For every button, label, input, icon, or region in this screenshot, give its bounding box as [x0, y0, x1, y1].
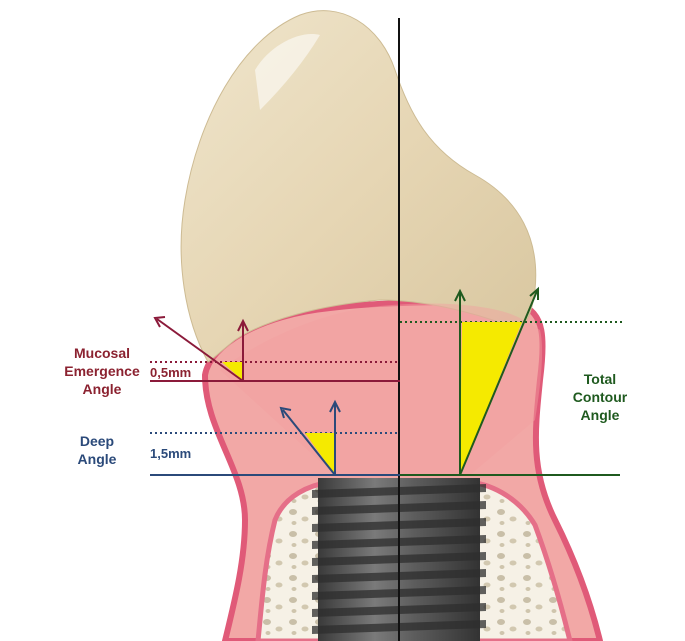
- total-label-line2: Contour: [573, 389, 628, 405]
- deep-label-line1: Deep: [80, 433, 114, 449]
- mucosal-arrows: [153, 316, 249, 382]
- total-label-line1: Total: [584, 371, 616, 387]
- mucosal-label-line3: Angle: [83, 381, 122, 397]
- deep-label-line2: Angle: [78, 451, 117, 467]
- deep-arrows: [279, 399, 341, 476]
- mucosal-label-line1: Mucosal: [74, 345, 130, 361]
- mucosal-measure: 0,5mm: [150, 365, 191, 380]
- total-arrows: [454, 286, 539, 476]
- total-label-line3: Angle: [581, 407, 620, 423]
- crown-highlight: [255, 34, 320, 110]
- deep-measure: 1,5mm: [150, 446, 191, 461]
- mucosal-label-line2: Emergence: [64, 363, 140, 379]
